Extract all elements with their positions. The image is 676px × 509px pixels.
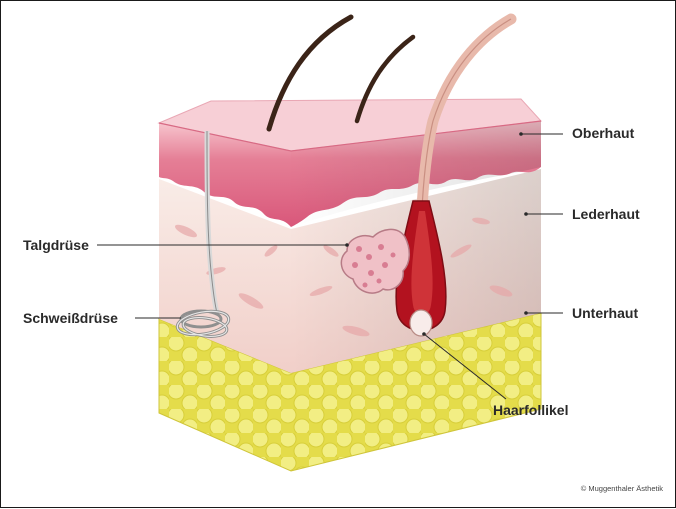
- label-schweissdruese: Schweißdrüse: [23, 310, 118, 326]
- label-unterhaut: Unterhaut: [572, 305, 638, 321]
- label-haarfollikel: Haarfollikel: [493, 402, 568, 418]
- label-lederhaut: Lederhaut: [572, 206, 640, 222]
- copyright-credit: © Muggenthaler Ästhetik: [581, 484, 663, 493]
- label-talgdruese: Talgdrüse: [23, 237, 89, 253]
- label-oberhaut: Oberhaut: [572, 125, 634, 141]
- hair-bulb: [410, 310, 432, 336]
